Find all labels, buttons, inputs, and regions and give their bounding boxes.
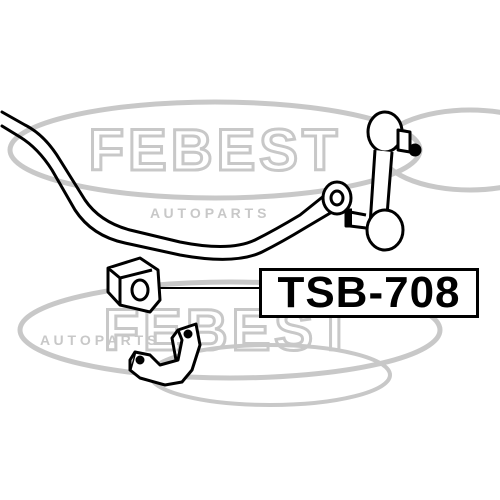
watermark-brand: FEBEST bbox=[89, 118, 342, 183]
watermark-sub-2: A U T O P A R T S bbox=[40, 332, 156, 348]
watermark-logo-top: FEBEST A U T O P A R T S bbox=[7, 99, 423, 221]
part-number-label: TSB-708 bbox=[277, 268, 461, 317]
part-number-box: TSB-708 bbox=[259, 268, 479, 318]
bracket bbox=[128, 322, 202, 387]
bushing-part bbox=[106, 256, 162, 314]
stabilizer-bar bbox=[0, 110, 353, 261]
watermark-sub: A U T O P A R T S bbox=[150, 205, 266, 221]
stabilizer-link bbox=[344, 110, 422, 252]
